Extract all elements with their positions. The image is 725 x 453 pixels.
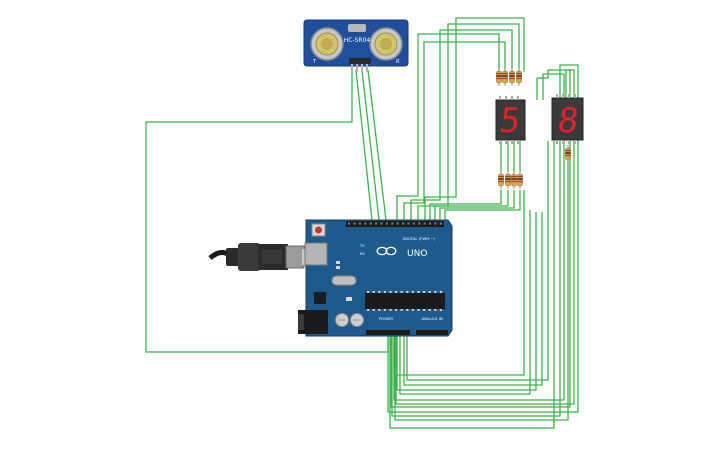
wire[interactable] <box>444 190 521 221</box>
board-model-label: UNO <box>407 249 427 259</box>
header-pin[interactable] <box>429 222 432 225</box>
usb-cable[interactable] <box>208 243 308 271</box>
resistor[interactable] <box>517 171 523 189</box>
seven-segment-display[interactable]: 5 <box>495 96 526 144</box>
wire[interactable] <box>434 190 509 221</box>
seven-segment-display[interactable]: 8 <box>551 94 584 144</box>
wire[interactable] <box>403 212 543 386</box>
resistor[interactable] <box>502 68 508 86</box>
sensor-left-mark: T <box>312 59 317 65</box>
sensor-model-label: HC-SR04 <box>344 37 371 44</box>
sensor-pin[interactable] <box>356 64 358 72</box>
resistor[interactable] <box>505 171 511 189</box>
resistor[interactable] <box>565 145 571 163</box>
wire[interactable] <box>393 73 565 401</box>
header-pin[interactable] <box>402 222 405 225</box>
resistor[interactable] <box>516 68 522 86</box>
header-pin[interactable] <box>418 222 421 225</box>
wire[interactable] <box>361 69 380 221</box>
wire[interactable] <box>429 190 502 221</box>
wire[interactable] <box>439 190 515 221</box>
header-pin[interactable] <box>369 222 372 225</box>
header-pin[interactable] <box>375 222 378 225</box>
header-pin[interactable] <box>423 222 426 225</box>
header-pin[interactable] <box>353 222 356 225</box>
power-header-label: POWER <box>379 316 393 321</box>
header-pin[interactable] <box>439 222 442 225</box>
resistor[interactable] <box>511 171 517 189</box>
wire[interactable] <box>410 29 513 221</box>
wire[interactable] <box>396 33 500 221</box>
header-pin[interactable] <box>434 222 437 225</box>
wire[interactable] <box>394 160 569 421</box>
wire[interactable] <box>417 23 520 221</box>
reset-button[interactable] <box>315 226 322 234</box>
wire[interactable] <box>393 190 525 376</box>
header-pin[interactable] <box>348 222 351 225</box>
header-pin[interactable] <box>364 222 367 225</box>
wire[interactable] <box>367 69 387 221</box>
wire[interactable] <box>390 69 571 408</box>
wire[interactable] <box>403 41 506 221</box>
resistor-group <box>496 68 571 189</box>
sensor-pin[interactable] <box>361 64 363 72</box>
header-pin[interactable] <box>412 222 415 225</box>
arduino-logo <box>376 246 397 256</box>
sensor-pin[interactable] <box>366 64 368 72</box>
ultrasonic-sensor[interactable]: HC-SR04 T R <box>303 19 409 72</box>
wire[interactable] <box>406 141 549 381</box>
resistor[interactable] <box>498 171 504 189</box>
header-pin[interactable] <box>407 222 410 225</box>
sensor-right-mark: R <box>396 59 400 65</box>
resistor[interactable] <box>496 68 502 86</box>
header-pin[interactable] <box>391 222 394 225</box>
wire[interactable] <box>424 17 525 221</box>
analog-header-label: ANALOG IN <box>421 316 442 321</box>
header-pin[interactable] <box>358 222 361 225</box>
wire[interactable] <box>391 141 561 417</box>
digital-header-label: DIGITAL (PWM ~) <box>403 236 436 241</box>
header-pin[interactable] <box>380 222 383 225</box>
arduino-uno-board[interactable]: DIGITAL (PWM ~) TX RX UNO POWER ANALOG I… <box>298 219 453 337</box>
wire[interactable] <box>389 141 555 429</box>
rx-label: RX <box>360 252 365 256</box>
header-pin[interactable] <box>385 222 388 225</box>
sensor-pin[interactable] <box>351 64 353 72</box>
wire[interactable] <box>396 212 537 391</box>
resistor[interactable] <box>509 68 515 86</box>
header-pin[interactable] <box>396 222 399 225</box>
wire[interactable] <box>399 210 531 395</box>
tx-label: TX <box>359 244 365 248</box>
wire-group <box>145 17 579 429</box>
wire[interactable] <box>355 69 373 221</box>
wire[interactable] <box>387 64 579 413</box>
wire[interactable] <box>395 69 575 405</box>
